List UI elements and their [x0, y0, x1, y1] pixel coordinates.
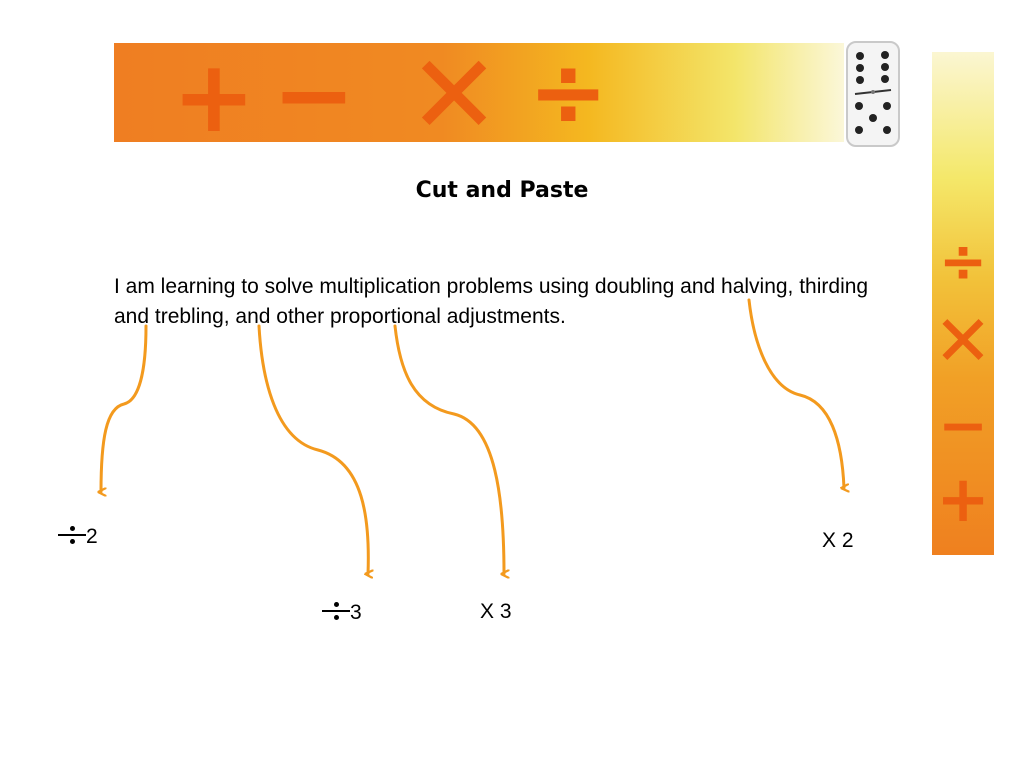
side-plus-symbol: +: [936, 463, 990, 537]
divide-symbol: ÷: [528, 36, 609, 148]
arrow-trebling: [393, 324, 504, 574]
page-title: Cut and Paste: [415, 178, 589, 203]
side-banner: [932, 52, 994, 555]
domino-icon: [846, 41, 900, 147]
arrow-doubling: [747, 298, 844, 488]
divide-sign-icon: [322, 600, 350, 622]
arrow-halving: [101, 324, 148, 492]
trebling-label: X 3: [480, 600, 512, 623]
times-symbol: ✕: [408, 31, 501, 159]
plus-symbol: +: [172, 38, 256, 155]
halving-label: 2: [58, 524, 98, 549]
arrow-thirding: [257, 324, 368, 574]
thirding-label: 3: [322, 600, 362, 625]
learning-objective: I am learning to solve multiplication pr…: [114, 275, 869, 328]
doubling-label: X 2: [822, 529, 854, 552]
thirding-value: 3: [350, 601, 362, 624]
halving-value: 2: [86, 525, 98, 548]
top-banner: [114, 43, 844, 142]
side-divide-symbol: ÷: [938, 227, 988, 295]
minus-symbol: −: [272, 36, 356, 153]
side-times-symbol: ✕: [933, 300, 993, 382]
side-minus-symbol: −: [937, 391, 989, 461]
divide-sign-icon: [58, 524, 86, 546]
